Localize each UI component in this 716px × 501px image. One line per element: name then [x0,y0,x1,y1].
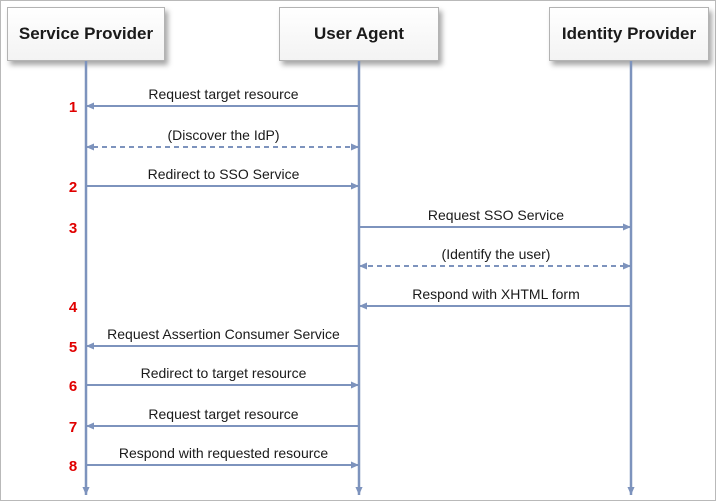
message-9: Request target resource 7 [69,406,359,436]
message-3: Redirect to SSO Service 2 [69,166,359,196]
message-label: Request Assertion Consumer Service [107,326,340,342]
message-label: (Identify the user) [442,246,551,262]
message-8: Redirect to target resource 6 [69,365,359,395]
message-label: Respond with requested resource [119,445,329,461]
actor-user-agent: User Agent [279,7,439,61]
message-label: Respond with XHTML form [412,286,580,302]
actor-identity-provider: Identity Provider [549,7,709,61]
step-number: 8 [69,458,77,475]
message-label: Redirect to target resource [141,365,307,381]
message-4: Request SSO Service 3 [69,207,631,237]
step-number: 2 [69,179,77,196]
step-number: 1 [69,99,77,116]
step-number: 7 [69,419,77,436]
message-label: Request target resource [148,406,298,422]
step-number: 3 [69,220,77,237]
message-label: (Discover the IdP) [167,127,279,143]
step-number: 6 [69,378,77,395]
message-1: Request target resource 1 [69,86,359,116]
actor-service-provider: Service Provider [7,7,165,61]
message-10: Respond with requested resource 8 [69,445,359,475]
message-6: Respond with XHTML form 4 [69,286,631,316]
message-label: Request SSO Service [428,207,564,223]
message-label: Redirect to SSO Service [148,166,300,182]
step-number: 4 [69,299,78,316]
message-7: Request Assertion Consumer Service 5 [69,326,359,356]
message-label: Request target resource [148,86,298,102]
message-5: (Identify the user) [359,246,631,270]
message-2: (Discover the IdP) [86,127,359,151]
step-number: 5 [69,339,77,356]
messages: Request target resource 1 (Discover the Id… [69,86,631,475]
